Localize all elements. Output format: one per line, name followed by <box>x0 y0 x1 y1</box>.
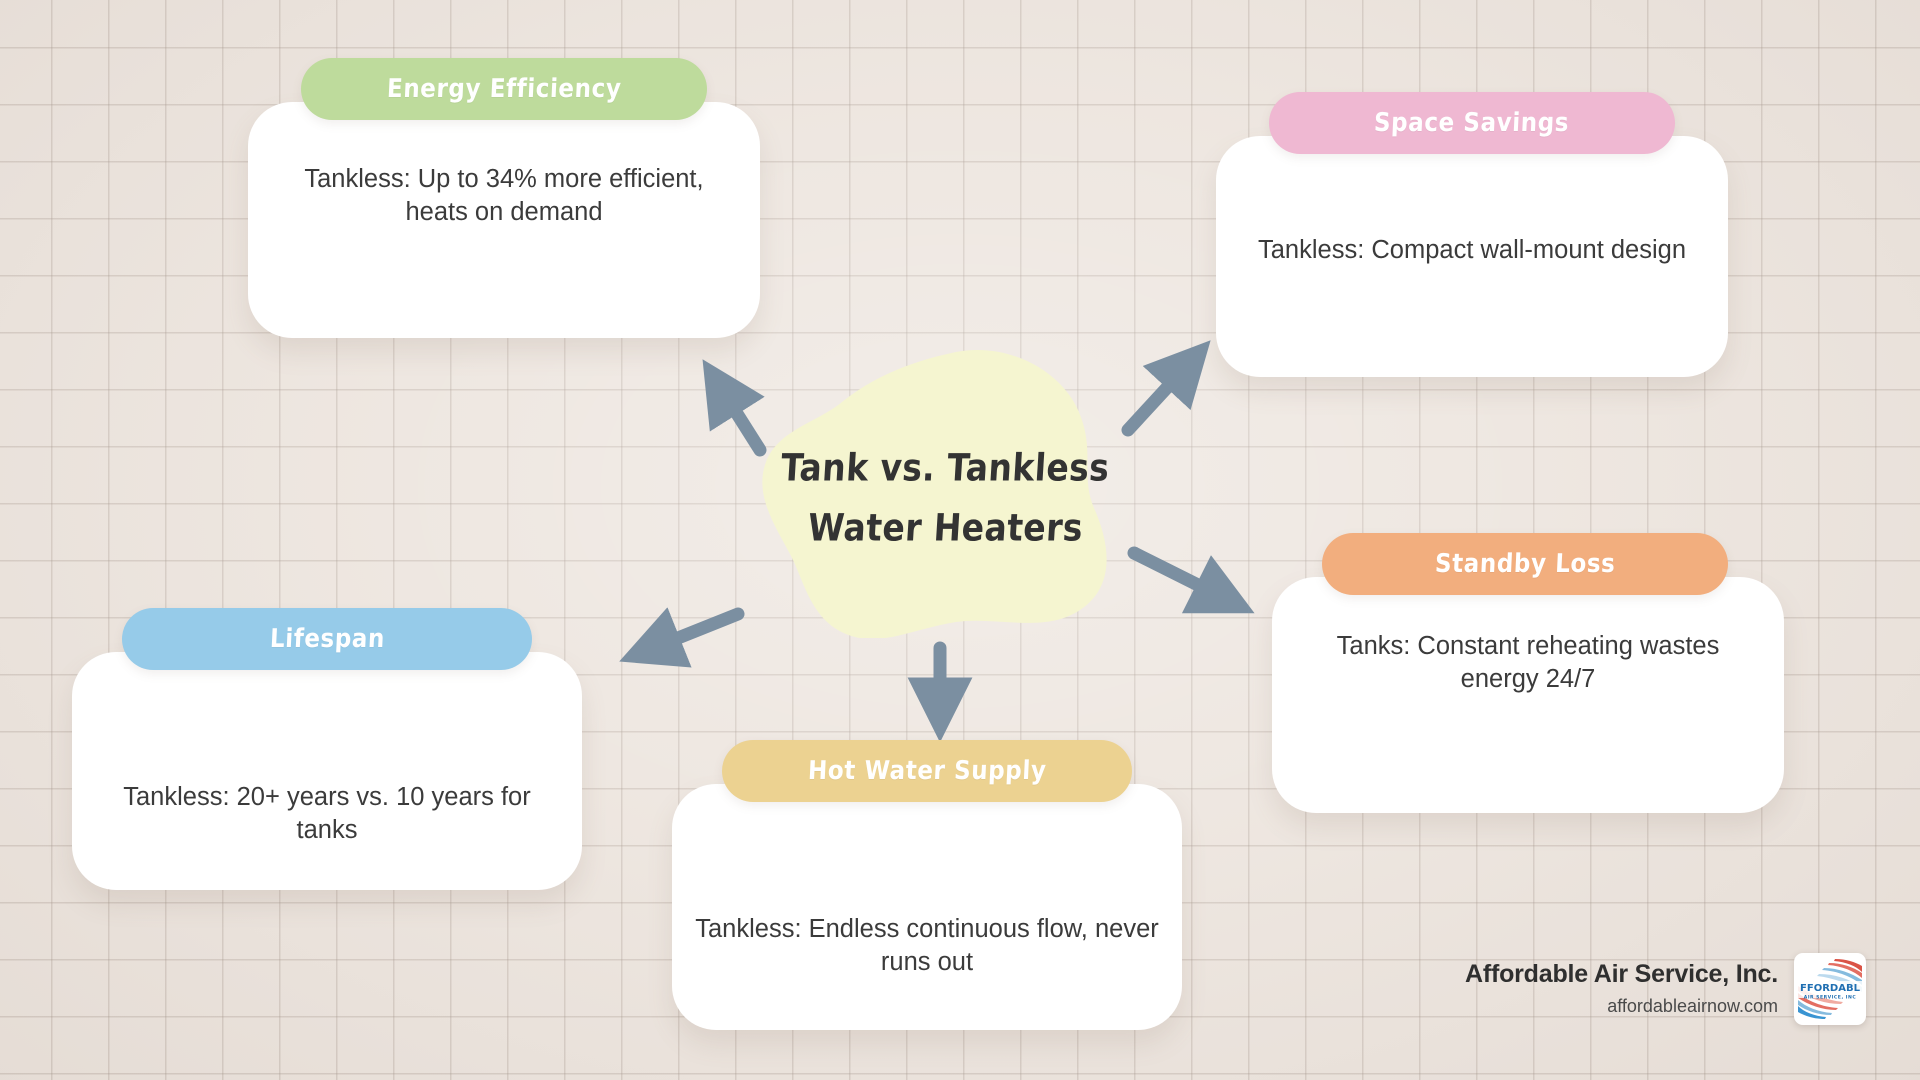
brand-text: Affordable Air Service, Inc. affordablea… <box>1465 959 1778 1020</box>
card-header-pill-standby-loss: Standby Loss <box>1322 533 1728 595</box>
center-topic-blob: Tank vs. Tankless Water Heaters <box>760 348 1130 638</box>
card-hot-water-supply[interactable]: Hot Water Supply Tankless: Endless conti… <box>672 740 1182 1030</box>
center-title-line1: Tank vs. Tankless <box>779 445 1111 490</box>
card-header-pill-energy-efficiency: Energy Efficiency <box>301 58 707 120</box>
card-header-pill-lifespan: Lifespan <box>122 608 532 670</box>
card-text-standby-loss: Tanks: Constant reheating wastes energy … <box>1336 632 1720 693</box>
card-space-savings[interactable]: Space Savings Tankless: Compact wall-mou… <box>1216 92 1728 377</box>
center-title: Tank vs. Tankless Water Heaters <box>760 348 1130 638</box>
card-body <box>248 102 760 338</box>
card-body <box>72 652 582 890</box>
card-body <box>1216 136 1728 377</box>
brand-name: Affordable Air Service, Inc. <box>1464 959 1778 988</box>
card-text-energy-efficiency: Tankless: Up to 34% more efficient, heat… <box>304 165 704 226</box>
logo-primary-text: FFORDABL <box>1800 983 1861 994</box>
card-text-space-savings: Tankless: Compact wall-mount design <box>1257 236 1687 264</box>
card-body <box>672 784 1182 1030</box>
card-body <box>1272 577 1784 813</box>
card-standby-loss[interactable]: Standby Loss Tanks: Constant reheating w… <box>1272 533 1784 813</box>
logo-secondary-text: AIR SERVICE, INC <box>1804 995 1857 1001</box>
card-header-label: Standby Loss <box>1434 549 1616 579</box>
card-header-label: Lifespan <box>268 624 386 654</box>
card-text-hot-water-supply: Tankless: Endless continuous flow, never… <box>695 915 1159 976</box>
card-header-label: Energy Efficiency <box>386 74 622 104</box>
center-title-line2: Water Heaters <box>806 505 1084 550</box>
brand-url[interactable]: affordableairnow.com <box>1607 995 1778 1016</box>
card-header-pill-hot-water-supply: Hot Water Supply <box>722 740 1132 802</box>
branding: Affordable Air Service, Inc. affordablea… <box>1465 953 1866 1025</box>
blob-shape <box>762 349 1107 638</box>
card-header-label: Space Savings <box>1373 108 1571 138</box>
company-logo: FFORDABL AIR SERVICE, INC <box>1794 953 1866 1025</box>
card-header-label: Hot Water Supply <box>807 756 1047 786</box>
card-energy-efficiency[interactable]: Energy Efficiency Tankless: Up to 34% mo… <box>248 58 760 338</box>
card-header-pill-space-savings: Space Savings <box>1269 92 1675 154</box>
card-lifespan[interactable]: Lifespan Tankless: 20+ years vs. 10 year… <box>72 608 582 890</box>
card-text-lifespan: Tankless: 20+ years vs. 10 years for tan… <box>123 783 531 844</box>
logo-graphic: FFORDABL AIR SERVICE, INC <box>1794 959 1866 1019</box>
